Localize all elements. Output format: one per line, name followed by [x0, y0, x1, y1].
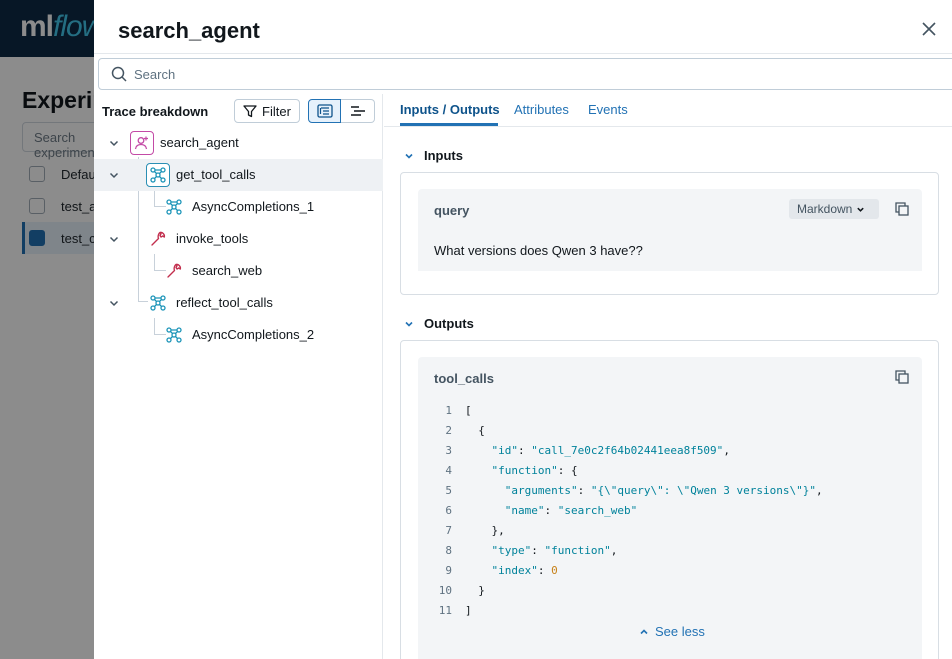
close-button[interactable] [920, 20, 938, 38]
tab-events[interactable]: Events [588, 102, 628, 117]
tree-connector [138, 301, 148, 302]
detail-tabs: Inputs / Outputs Attributes Events [384, 94, 952, 127]
trace-breakdown-pane: Trace breakdown Filter search_agent [94, 94, 383, 659]
filter-icon [243, 105, 257, 118]
code-line: 4 "function": { [445, 464, 578, 477]
span-node-asynccompletions-1[interactable]: AsyncCompletions_1 [94, 191, 383, 223]
wrench-icon [146, 227, 170, 251]
chevron-up-icon [640, 628, 648, 634]
active-tab-indicator [400, 123, 498, 126]
span-search-input[interactable] [134, 66, 834, 82]
span-search-box[interactable] [98, 58, 952, 90]
llm-icon [146, 163, 170, 187]
chevron-down-icon[interactable] [108, 297, 120, 309]
chevron-down-icon [857, 207, 865, 212]
field-name: query [434, 203, 470, 218]
format-select[interactable]: Markdown [789, 199, 879, 219]
span-label: AsyncCompletions_1 [192, 199, 315, 214]
code-line: 1[ [445, 404, 472, 417]
code-line: 8 "type": "function", [445, 544, 618, 557]
filter-button[interactable]: Filter [234, 99, 300, 123]
trace-breakdown-title: Trace breakdown [102, 104, 209, 119]
tab-inputs-outputs[interactable]: Inputs / Outputs [400, 102, 500, 117]
tab-attributes[interactable]: Attributes [514, 102, 569, 117]
llm-icon [162, 195, 186, 219]
timeline-view-toggle[interactable] [341, 99, 375, 123]
span-label: search_agent [160, 135, 239, 150]
outputs-section-toggle[interactable]: Outputs [404, 316, 474, 331]
row-checkbox[interactable] [29, 230, 45, 246]
agent-icon [130, 131, 154, 155]
span-node-invoke-tools[interactable]: invoke_tools [94, 223, 383, 255]
inputs-header: Inputs [424, 148, 463, 163]
field-name: tool_calls [434, 371, 494, 386]
span-label: reflect_tool_calls [176, 295, 273, 310]
span-node-search-web[interactable]: search_web [94, 255, 383, 287]
experiment-search-input[interactable]: Search experiments [22, 122, 112, 160]
copy-icon[interactable] [894, 201, 910, 217]
chevron-down-icon [405, 153, 413, 159]
field-header: tool_calls [418, 357, 922, 399]
span-label: invoke_tools [176, 231, 249, 246]
chevron-down-icon[interactable] [108, 169, 120, 181]
code-line: 5 "arguments": "{\"query\": \"Qwen 3 ver… [445, 484, 823, 497]
field-value-box: What versions does Qwen 3 have?? [418, 231, 922, 271]
tree-connector [154, 254, 155, 270]
inputs-section-toggle[interactable]: Inputs [404, 148, 463, 163]
code-block: 1[ 2 { 3 "id": "call_7e0c2f64b02441eea8f… [418, 399, 922, 659]
outputs-header: Outputs [424, 316, 474, 331]
span-node-asynccompletions-2[interactable]: AsyncCompletions_2 [94, 319, 383, 351]
span-node-reflect-tool-calls[interactable]: reflect_tool_calls [94, 287, 383, 319]
tree-connector [154, 206, 166, 207]
span-node-get-tool-calls[interactable]: get_tool_calls [94, 159, 383, 191]
tree-connector [154, 190, 155, 206]
experiment-row[interactable]: test_a [22, 190, 112, 222]
code-line: 11] [438, 604, 472, 617]
copy-icon[interactable] [894, 369, 910, 385]
span-node-search-agent[interactable]: search_agent [94, 127, 383, 159]
span-label: get_tool_calls [176, 167, 256, 182]
code-line: 9 "index": 0 [445, 564, 558, 577]
timeline-icon [350, 106, 365, 116]
code-line: 7 }, [445, 524, 505, 537]
tree-connector [154, 318, 155, 334]
see-less-button[interactable]: See less [639, 624, 705, 639]
search-icon [111, 66, 127, 82]
code-line: 2 { [445, 424, 485, 437]
trace-drawer: search_agent Trace breakdown Filter [94, 0, 952, 659]
tree-connector [154, 270, 166, 271]
code-line: 10 } [438, 584, 485, 597]
chevron-down-icon[interactable] [108, 233, 120, 245]
span-label: AsyncCompletions_2 [192, 327, 315, 342]
tree-view-toggle[interactable] [308, 99, 341, 123]
tree-connector [138, 157, 139, 301]
outputs-card: tool_calls 1[ 2 { 3 "id": "call_7e0c2f64… [400, 340, 939, 659]
experiment-row[interactable]: Default [22, 158, 112, 190]
code-line: 6 "name": "search_web" [445, 504, 638, 517]
list-tree-icon [316, 104, 333, 118]
row-checkbox[interactable] [29, 198, 45, 214]
code-line: 3 "id": "call_7e0c2f64b02441eea8f509", [445, 444, 730, 457]
llm-icon [146, 291, 170, 315]
chevron-down-icon[interactable] [108, 137, 120, 149]
close-icon [922, 22, 936, 36]
row-checkbox[interactable] [29, 166, 45, 182]
tree-connector [154, 334, 166, 335]
span-detail-pane: Inputs / Outputs Attributes Events Input… [384, 94, 952, 659]
inputs-card: query Markdown What versions does Qwen 3… [400, 172, 939, 295]
span-label: search_web [192, 263, 263, 278]
drawer-title: search_agent [118, 18, 260, 43]
field-header: query Markdown [418, 189, 922, 231]
llm-icon [162, 323, 186, 347]
field-value: What versions does Qwen 3 have?? [434, 243, 643, 258]
wrench-icon [162, 259, 186, 283]
chevron-down-icon [405, 321, 413, 327]
divider [94, 53, 952, 54]
